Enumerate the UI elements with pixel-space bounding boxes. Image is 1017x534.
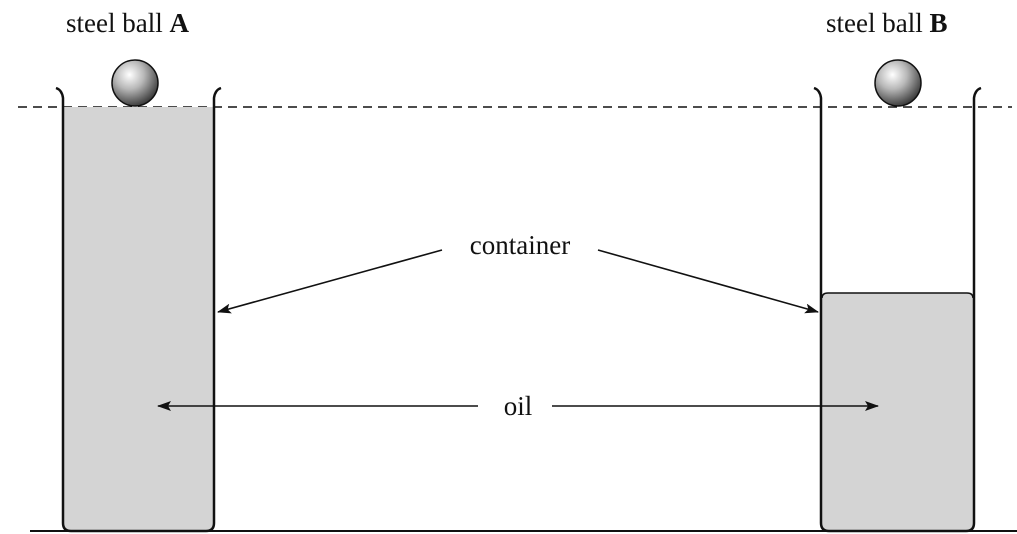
label-steel-ball-a: steel ball A: [66, 8, 189, 38]
label-oil: oil: [504, 391, 533, 421]
arrow-container-to-b: [597, 249, 819, 314]
steel-ball-a: [111, 59, 159, 107]
steel-ball-b: [874, 59, 922, 107]
arrow-container-to-a: [217, 249, 443, 314]
container-a: [55, 86, 222, 533]
oil-fill-container-a: [64, 107, 213, 531]
oil-surface-container-b: [821, 292, 974, 299]
label-steel-ball-b: steel ball B: [826, 8, 947, 38]
oil-fill-container-b: [822, 293, 973, 531]
label-container: container: [470, 230, 570, 260]
container-b: [813, 86, 982, 533]
